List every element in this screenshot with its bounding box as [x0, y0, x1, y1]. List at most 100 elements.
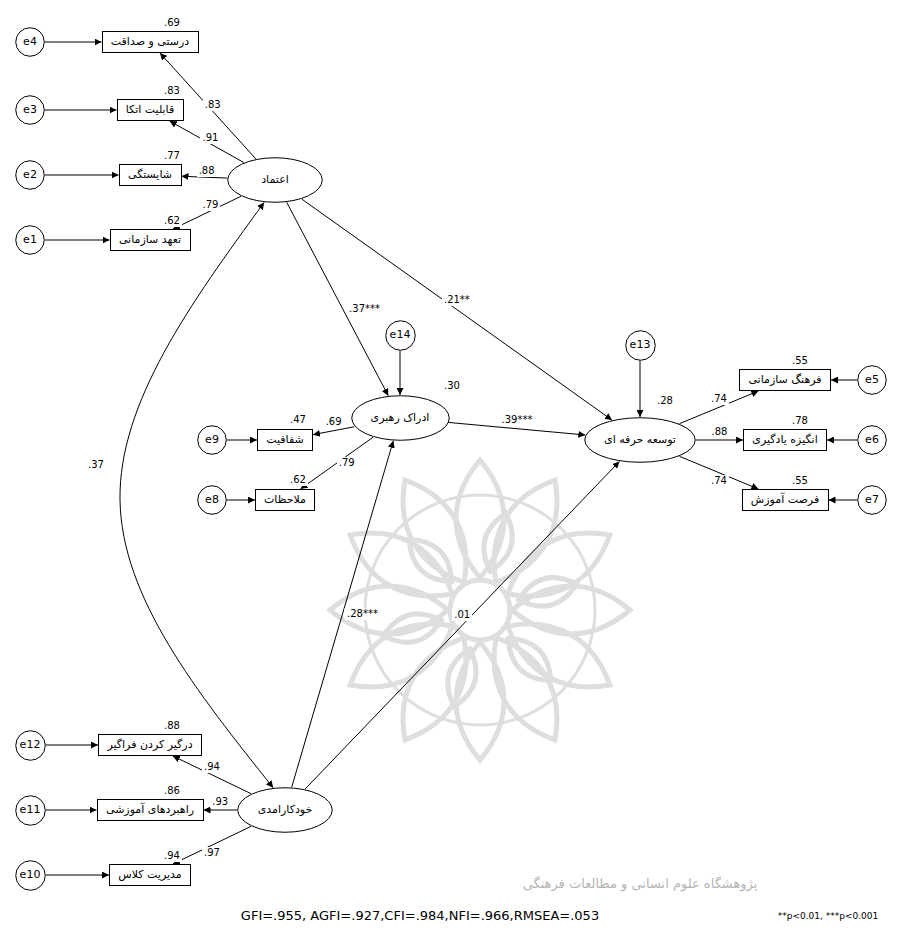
error-term: e4: [15, 27, 45, 57]
path-arrow: [305, 461, 619, 789]
error-term: e9: [197, 425, 227, 455]
path-arrow: [696, 440, 743, 441]
error-term: e7: [857, 485, 887, 515]
path-arrow: [831, 380, 857, 381]
variable-name: e11: [20, 803, 41, 817]
r-squared: .86: [162, 785, 182, 797]
path-arrow: [46, 745, 99, 746]
error-circle: [15, 730, 45, 760]
variable-name: ملاحظات: [264, 493, 306, 507]
path-coefficient: .88: [710, 426, 730, 438]
variable-name: e5: [865, 373, 879, 387]
r-squared: .30: [442, 380, 462, 392]
latent-ellipse: [351, 396, 449, 441]
error-term: e14: [385, 320, 416, 351]
variable-name: درگیر کردن فراگیر: [107, 738, 192, 752]
error-circle: [16, 96, 45, 125]
logo-ring: [450, 580, 510, 640]
error-circle: [385, 320, 415, 350]
observed-variable: شایستگی: [119, 164, 182, 186]
error-term: e11: [15, 795, 46, 826]
path-arrow: [679, 391, 758, 424]
error-circle: [198, 426, 227, 455]
error-circle: [858, 426, 887, 455]
path-arrow: [679, 456, 758, 489]
path-coefficient: .37***: [347, 303, 382, 315]
variable-name: e9: [205, 433, 219, 447]
logo-petal: [400, 530, 462, 592]
path-arrow: [45, 240, 110, 241]
variable-name: راهبردهای آموزشی: [106, 803, 194, 817]
logo-petal: [477, 510, 519, 575]
observed-variable: مدیریت کلاس: [109, 864, 191, 886]
path-arrow: [302, 199, 612, 420]
logo-petal: [496, 514, 622, 615]
logo-petal: [380, 607, 445, 649]
logo-petal: [338, 605, 464, 706]
latent-variable: اعتماد: [227, 157, 323, 203]
variable-name: فرهنگ سازمانی: [748, 373, 821, 387]
path-coefficient: .74: [709, 475, 729, 487]
path-arrow: [227, 440, 257, 441]
path-arrow: [204, 810, 238, 811]
path-coefficient: .37: [86, 459, 106, 471]
path-arrow: [400, 351, 401, 396]
fit-indices: GFI=.955, AGFI=.927,CFI=.984,NFI=.966,RM…: [239, 908, 601, 924]
path-coefficient: .21**: [442, 294, 472, 306]
path-coefficient: .88: [197, 165, 217, 177]
path-arrow: [46, 810, 97, 811]
r-squared: .78: [790, 415, 810, 427]
variable-name: خودکارامدی: [258, 803, 313, 817]
latent-variable: خودکارامدی: [237, 787, 333, 833]
path-coefficient: .83: [203, 99, 223, 111]
r-squared: .69: [162, 17, 182, 29]
latent-ellipse: [585, 418, 696, 463]
covariance-arrow: [120, 202, 273, 787]
latent-variable: ادراک رهبری: [351, 395, 450, 441]
latent-ellipse: [238, 788, 333, 833]
error-circle: [198, 486, 227, 515]
error-term: e3: [15, 95, 45, 125]
logo-petal: [384, 626, 485, 752]
variable-name: شایستگی: [128, 168, 172, 182]
variable-name: e12: [20, 738, 41, 752]
variable-name: e7: [865, 493, 879, 507]
error-term: e12: [15, 730, 46, 761]
error-term: e10: [15, 860, 46, 891]
path-arrow: [313, 427, 354, 435]
variable-name: e4: [23, 35, 37, 49]
path-arrow: [46, 875, 110, 876]
significance-note: **p<0.01, ***p<0.001: [776, 911, 881, 922]
r-squared: .55: [790, 355, 810, 367]
observed-variable: انگیزه یادگیری: [743, 429, 827, 451]
logo-petal: [475, 468, 576, 594]
logo-petal: [441, 645, 483, 710]
path-coefficient: .79: [200, 199, 220, 211]
error-circle: [15, 795, 45, 825]
r-squared: .55: [790, 475, 810, 487]
logo-petal: [499, 629, 561, 691]
path-arrow: [173, 756, 251, 794]
r-squared: .83: [162, 85, 182, 97]
observed-variable: فرهنگ سازمانی: [739, 369, 831, 391]
path-arrow: [827, 440, 857, 441]
logo-petal: [515, 571, 580, 613]
variable-name: شفافیت: [266, 433, 304, 447]
path-coefficient: .93: [210, 796, 230, 808]
error-term: e1: [15, 225, 45, 255]
path-coefficient: .28***: [345, 608, 380, 620]
error-term: e13: [625, 330, 656, 361]
variable-name: مدیریت کلاس: [118, 868, 181, 882]
path-coefficient: .97: [202, 847, 222, 859]
variable-name: انگیزه یادگیری: [752, 433, 817, 447]
r-squared: .28: [655, 395, 675, 407]
logo-petal: [384, 468, 485, 594]
error-circle: [858, 366, 887, 395]
error-term: e8: [197, 485, 227, 515]
latent-ellipse: [228, 158, 323, 203]
variable-name: اعتماد: [261, 173, 289, 187]
path-coefficient: .79: [337, 457, 357, 469]
error-term: e6: [857, 425, 887, 455]
logo-rosette: [330, 460, 630, 760]
variable-name: e13: [630, 338, 651, 352]
